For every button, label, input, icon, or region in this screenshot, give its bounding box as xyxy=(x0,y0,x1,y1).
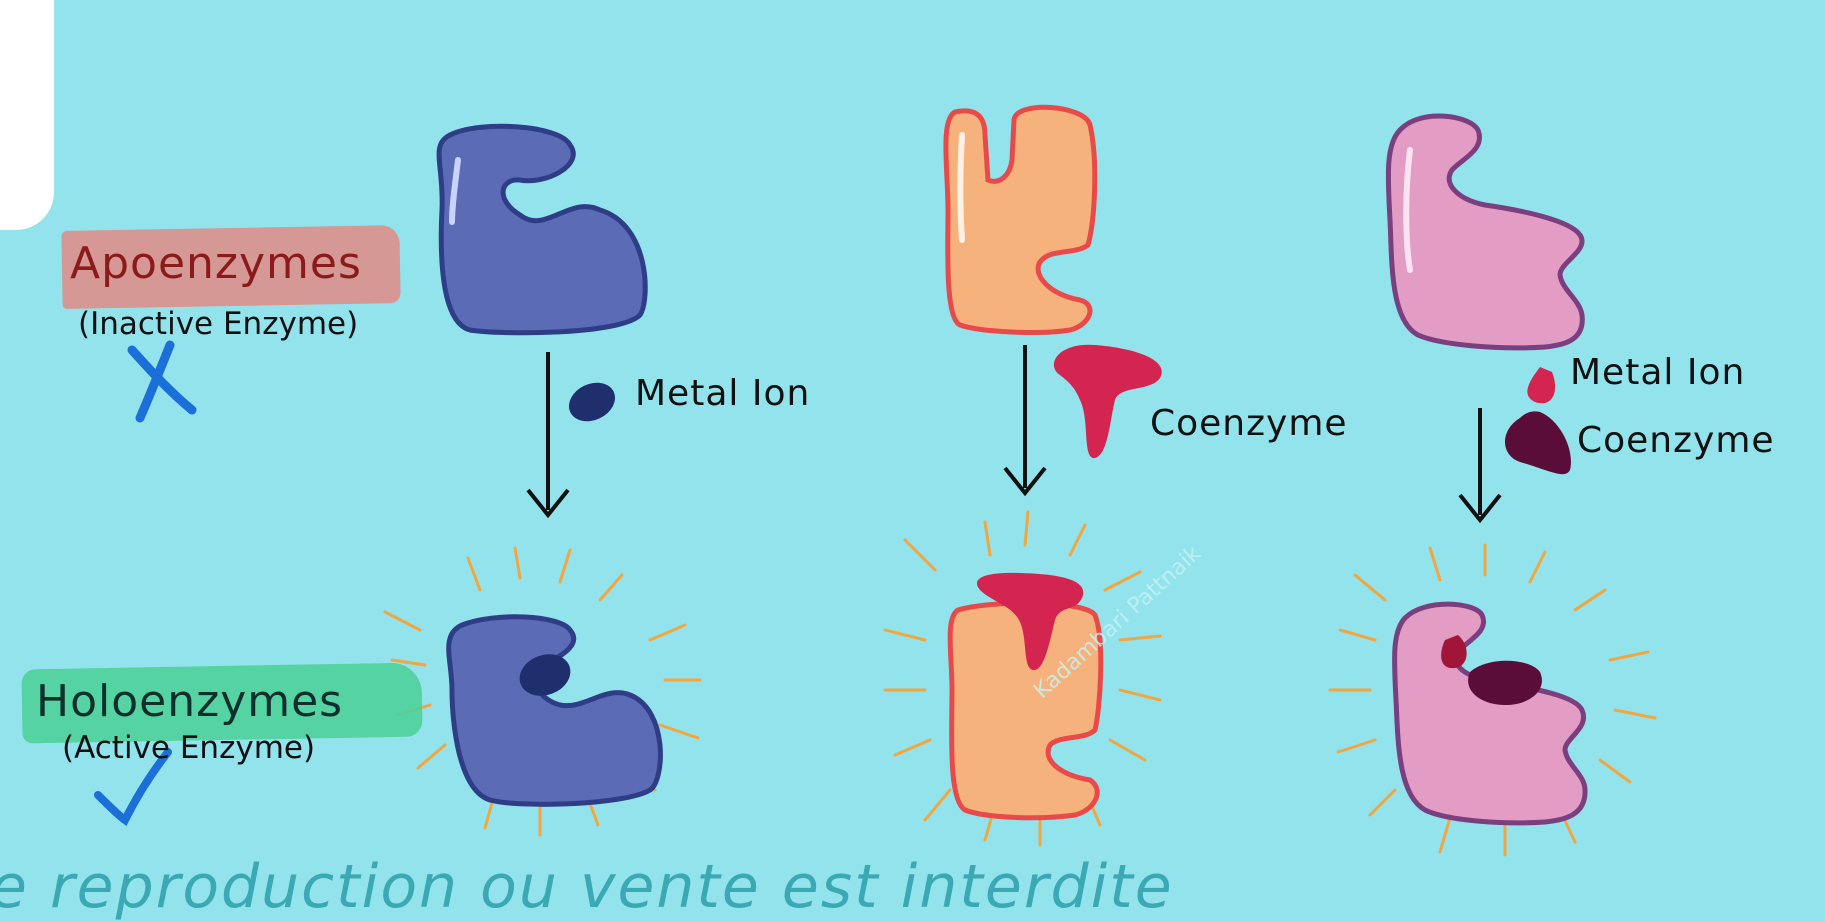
metal-ion-blue xyxy=(563,376,622,429)
coenzyme-red xyxy=(1054,345,1162,458)
metal-ion-label-1: Metal Ion xyxy=(635,373,810,414)
metal-ion-label-3: Metal Ion xyxy=(1570,352,1745,393)
arrow-2 xyxy=(1005,345,1045,493)
holoenzymes-subtitle: (Active Enzyme) xyxy=(62,730,315,766)
apoenzyme-pink xyxy=(1388,116,1582,348)
coenzyme-label-2: Coenzyme xyxy=(1150,403,1348,444)
holoenzyme-blue xyxy=(385,548,700,835)
holoenzyme-orange xyxy=(885,512,1160,845)
apoenzyme-orange xyxy=(946,107,1095,332)
apoenzymes-title: Apoenzymes xyxy=(70,238,362,289)
apoenzymes-subtitle: (Inactive Enzyme) xyxy=(78,306,358,342)
holoenzymes-label-group: Holoenzymes xyxy=(22,666,422,740)
apoenzyme-blue xyxy=(439,126,645,332)
arrow-1 xyxy=(528,352,568,515)
holoenzyme-pink xyxy=(1330,545,1655,855)
bottom-watermark-text: e reproduction ou vente est interdite xyxy=(0,852,1174,922)
apoenzymes-label-group: Apoenzymes xyxy=(58,228,400,306)
coenzyme-dark xyxy=(1505,411,1571,474)
enzyme-diagram: Apoenzymes (Inactive Enzyme) Holoenzymes… xyxy=(0,0,1825,898)
metal-ion-red xyxy=(1527,367,1555,403)
arrow-3 xyxy=(1460,408,1500,520)
cross-mark xyxy=(132,345,192,418)
holoenzymes-title: Holoenzymes xyxy=(36,676,343,727)
coenzyme-label-3: Coenzyme xyxy=(1577,420,1775,461)
